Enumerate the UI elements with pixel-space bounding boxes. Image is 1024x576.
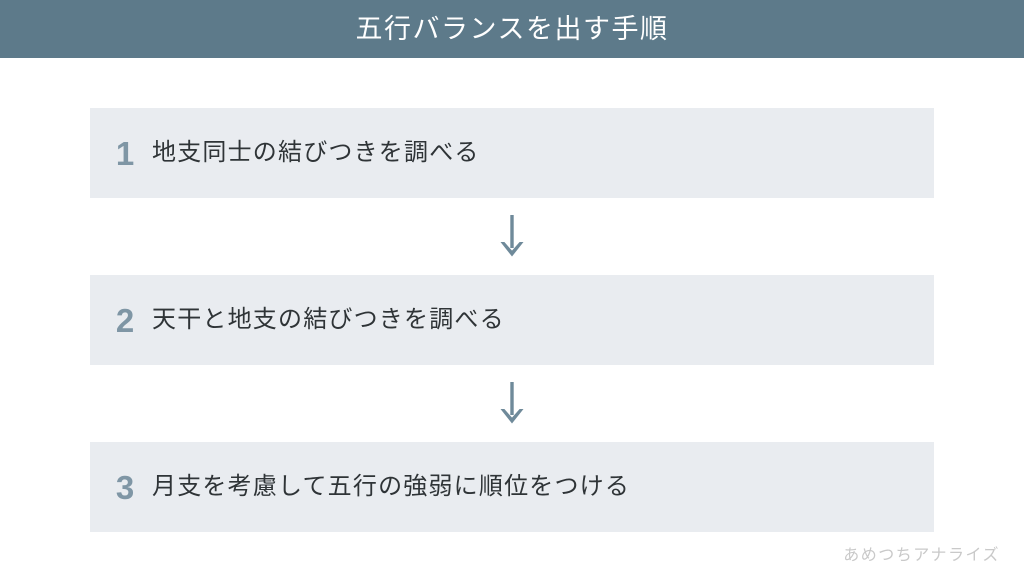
connector-2 [90,365,934,442]
step-label-1: 地支同士の結びつきを調べる [152,138,480,166]
arrow-down-icon [500,381,524,423]
header-bar: 五行バランスを出す手順 [0,0,1024,58]
step-number-1: 1 [115,134,135,172]
step-number-3: 3 [115,468,135,506]
page-title: 五行バランスを出す手順 [355,13,669,44]
step-box-1: 1 地支同士の結びつきを調べる [90,108,934,198]
arrow-down-icon [500,214,524,256]
step-label-3: 月支を考慮して五行の強弱に順位をつける [152,472,631,500]
step-label-2: 天干と地支の結びつきを調べる [152,305,505,333]
step-flow: 1 地支同士の結びつきを調べる 2 天干と地支の結びつきを調べる 3 月支を考慮… [90,108,934,532]
footer-watermark: あめつちアナライズ [843,547,1000,564]
step-box-2: 2 天干と地支の結びつきを調べる [90,275,934,365]
connector-1 [90,198,934,275]
step-number-2: 2 [115,301,135,339]
step-box-3: 3 月支を考慮して五行の強弱に順位をつける [90,442,934,532]
